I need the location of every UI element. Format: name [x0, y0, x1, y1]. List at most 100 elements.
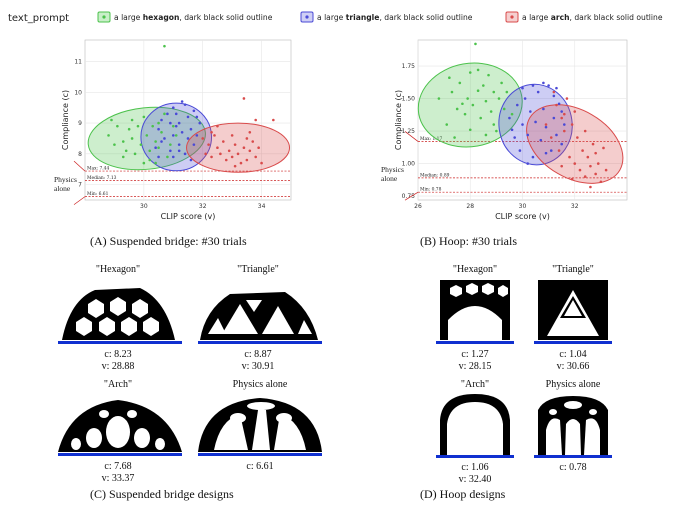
data-point	[177, 121, 181, 125]
data-point	[113, 143, 116, 146]
x-axis-label: CLIP score (v)	[161, 212, 216, 221]
data-point	[555, 103, 558, 107]
data-point	[160, 118, 163, 122]
reference-line-label: Min: 0.78	[420, 188, 442, 193]
hoop-arch-c: c: 1.06	[461, 462, 488, 473]
data-point	[510, 128, 514, 132]
data-point	[192, 109, 196, 113]
bridge-physics-support	[198, 453, 322, 456]
hoop-hexagon-v: v: 28.15	[459, 361, 492, 372]
physics-alone-label-b2: alone	[381, 174, 398, 183]
data-point	[177, 143, 181, 146]
data-point	[578, 168, 582, 172]
data-point	[210, 131, 213, 134]
data-point	[534, 120, 537, 124]
data-point	[189, 127, 193, 131]
data-point	[581, 149, 584, 152]
data-point	[174, 112, 178, 116]
data-point	[508, 116, 511, 120]
data-point	[251, 140, 255, 143]
data-point	[216, 146, 219, 149]
data-point	[130, 118, 134, 122]
data-point	[560, 164, 563, 168]
data-point	[124, 149, 128, 153]
data-point	[560, 142, 563, 146]
legend-dot-hexagon	[102, 15, 106, 19]
data-point	[502, 107, 506, 111]
data-point	[565, 97, 569, 100]
data-point	[604, 168, 608, 172]
data-point	[515, 103, 519, 107]
data-point	[549, 149, 553, 152]
bridge-triangle-name: "Triangle"	[237, 264, 279, 275]
data-point	[526, 162, 530, 165]
data-point	[107, 134, 110, 137]
y-tick-label: 9	[78, 120, 82, 127]
data-point	[195, 115, 199, 119]
bridge-physics-c: c: 6.61	[246, 461, 273, 472]
data-point	[216, 124, 219, 128]
data-point	[169, 143, 172, 146]
data-point	[476, 89, 480, 93]
x-axis-label: CLIP score (v)	[495, 212, 550, 221]
data-point	[583, 175, 587, 178]
data-point	[116, 124, 119, 128]
bridge-hexagon-structure	[62, 288, 175, 340]
data-point	[222, 140, 225, 143]
data-point	[133, 152, 137, 156]
data-point	[110, 118, 113, 122]
bridge-triangle-v: v: 30.91	[242, 361, 275, 372]
data-point	[154, 140, 157, 143]
data-point	[204, 152, 207, 156]
data-point	[544, 125, 548, 129]
caption-c: (C) Suspended bridge designs	[90, 487, 234, 501]
reference-line-label: Max: 7.44	[87, 167, 109, 172]
data-point	[542, 81, 545, 85]
data-point	[544, 151, 548, 155]
bridge-arch-structure	[58, 400, 182, 452]
data-point	[544, 123, 548, 126]
data-point	[227, 149, 231, 153]
data-point	[557, 149, 561, 152]
hoop-triangle-structure	[538, 280, 608, 340]
legend-dot-triangle	[305, 15, 309, 19]
bridge-arch-v: v: 33.37	[102, 473, 135, 484]
legend-label-arch: a large arch, dark black solid outline	[522, 13, 663, 22]
bridge-design-triangle: "Triangle" c: 8.87 v: 30.91	[198, 264, 322, 372]
physics-alone-label-a: Physics	[54, 175, 77, 184]
data-point	[497, 97, 501, 100]
hoop-design-hexagon: "Hexagon" c: 1.27 v: 28.15	[436, 264, 514, 372]
data-point	[157, 155, 160, 159]
data-point	[248, 149, 252, 153]
physics-bracket-bottom	[73, 196, 86, 205]
hoop-physics-c: c: 0.78	[559, 462, 586, 473]
data-point	[171, 124, 175, 128]
hoop-hexagon-structure	[440, 280, 510, 340]
caption-d: (D) Hoop designs	[420, 487, 506, 501]
physics-bracket-top	[404, 131, 419, 142]
data-point	[552, 94, 556, 98]
hoop-arch-structure	[440, 394, 510, 455]
data-point	[207, 143, 210, 146]
bridge-hexagon-support	[58, 341, 182, 344]
data-point	[583, 129, 587, 133]
hoop-physics-structure	[538, 396, 608, 455]
data-point	[549, 136, 553, 139]
hoop-design-arch: "Arch" c: 1.06 v: 32.40	[436, 379, 514, 485]
data-point	[230, 155, 234, 159]
bridge-arch-support	[58, 453, 182, 456]
y-tick-label: 11	[74, 59, 82, 66]
data-point	[455, 107, 459, 111]
data-point	[526, 133, 530, 137]
data-point	[166, 155, 169, 159]
hoop-triangle-c: c: 1.04	[559, 349, 586, 360]
data-point	[230, 134, 234, 137]
data-point	[121, 140, 125, 143]
hoop-triangle-support	[534, 341, 612, 344]
legend-label-hexagon: a large hexagon, dark black solid outlin…	[114, 13, 273, 22]
bridge-arch-c: c: 7.68	[104, 461, 131, 472]
x-tick-label: 28	[466, 203, 474, 210]
bridge-design-hexagon: "Hexagon" c: 8.23 v: 28.88	[58, 264, 182, 372]
